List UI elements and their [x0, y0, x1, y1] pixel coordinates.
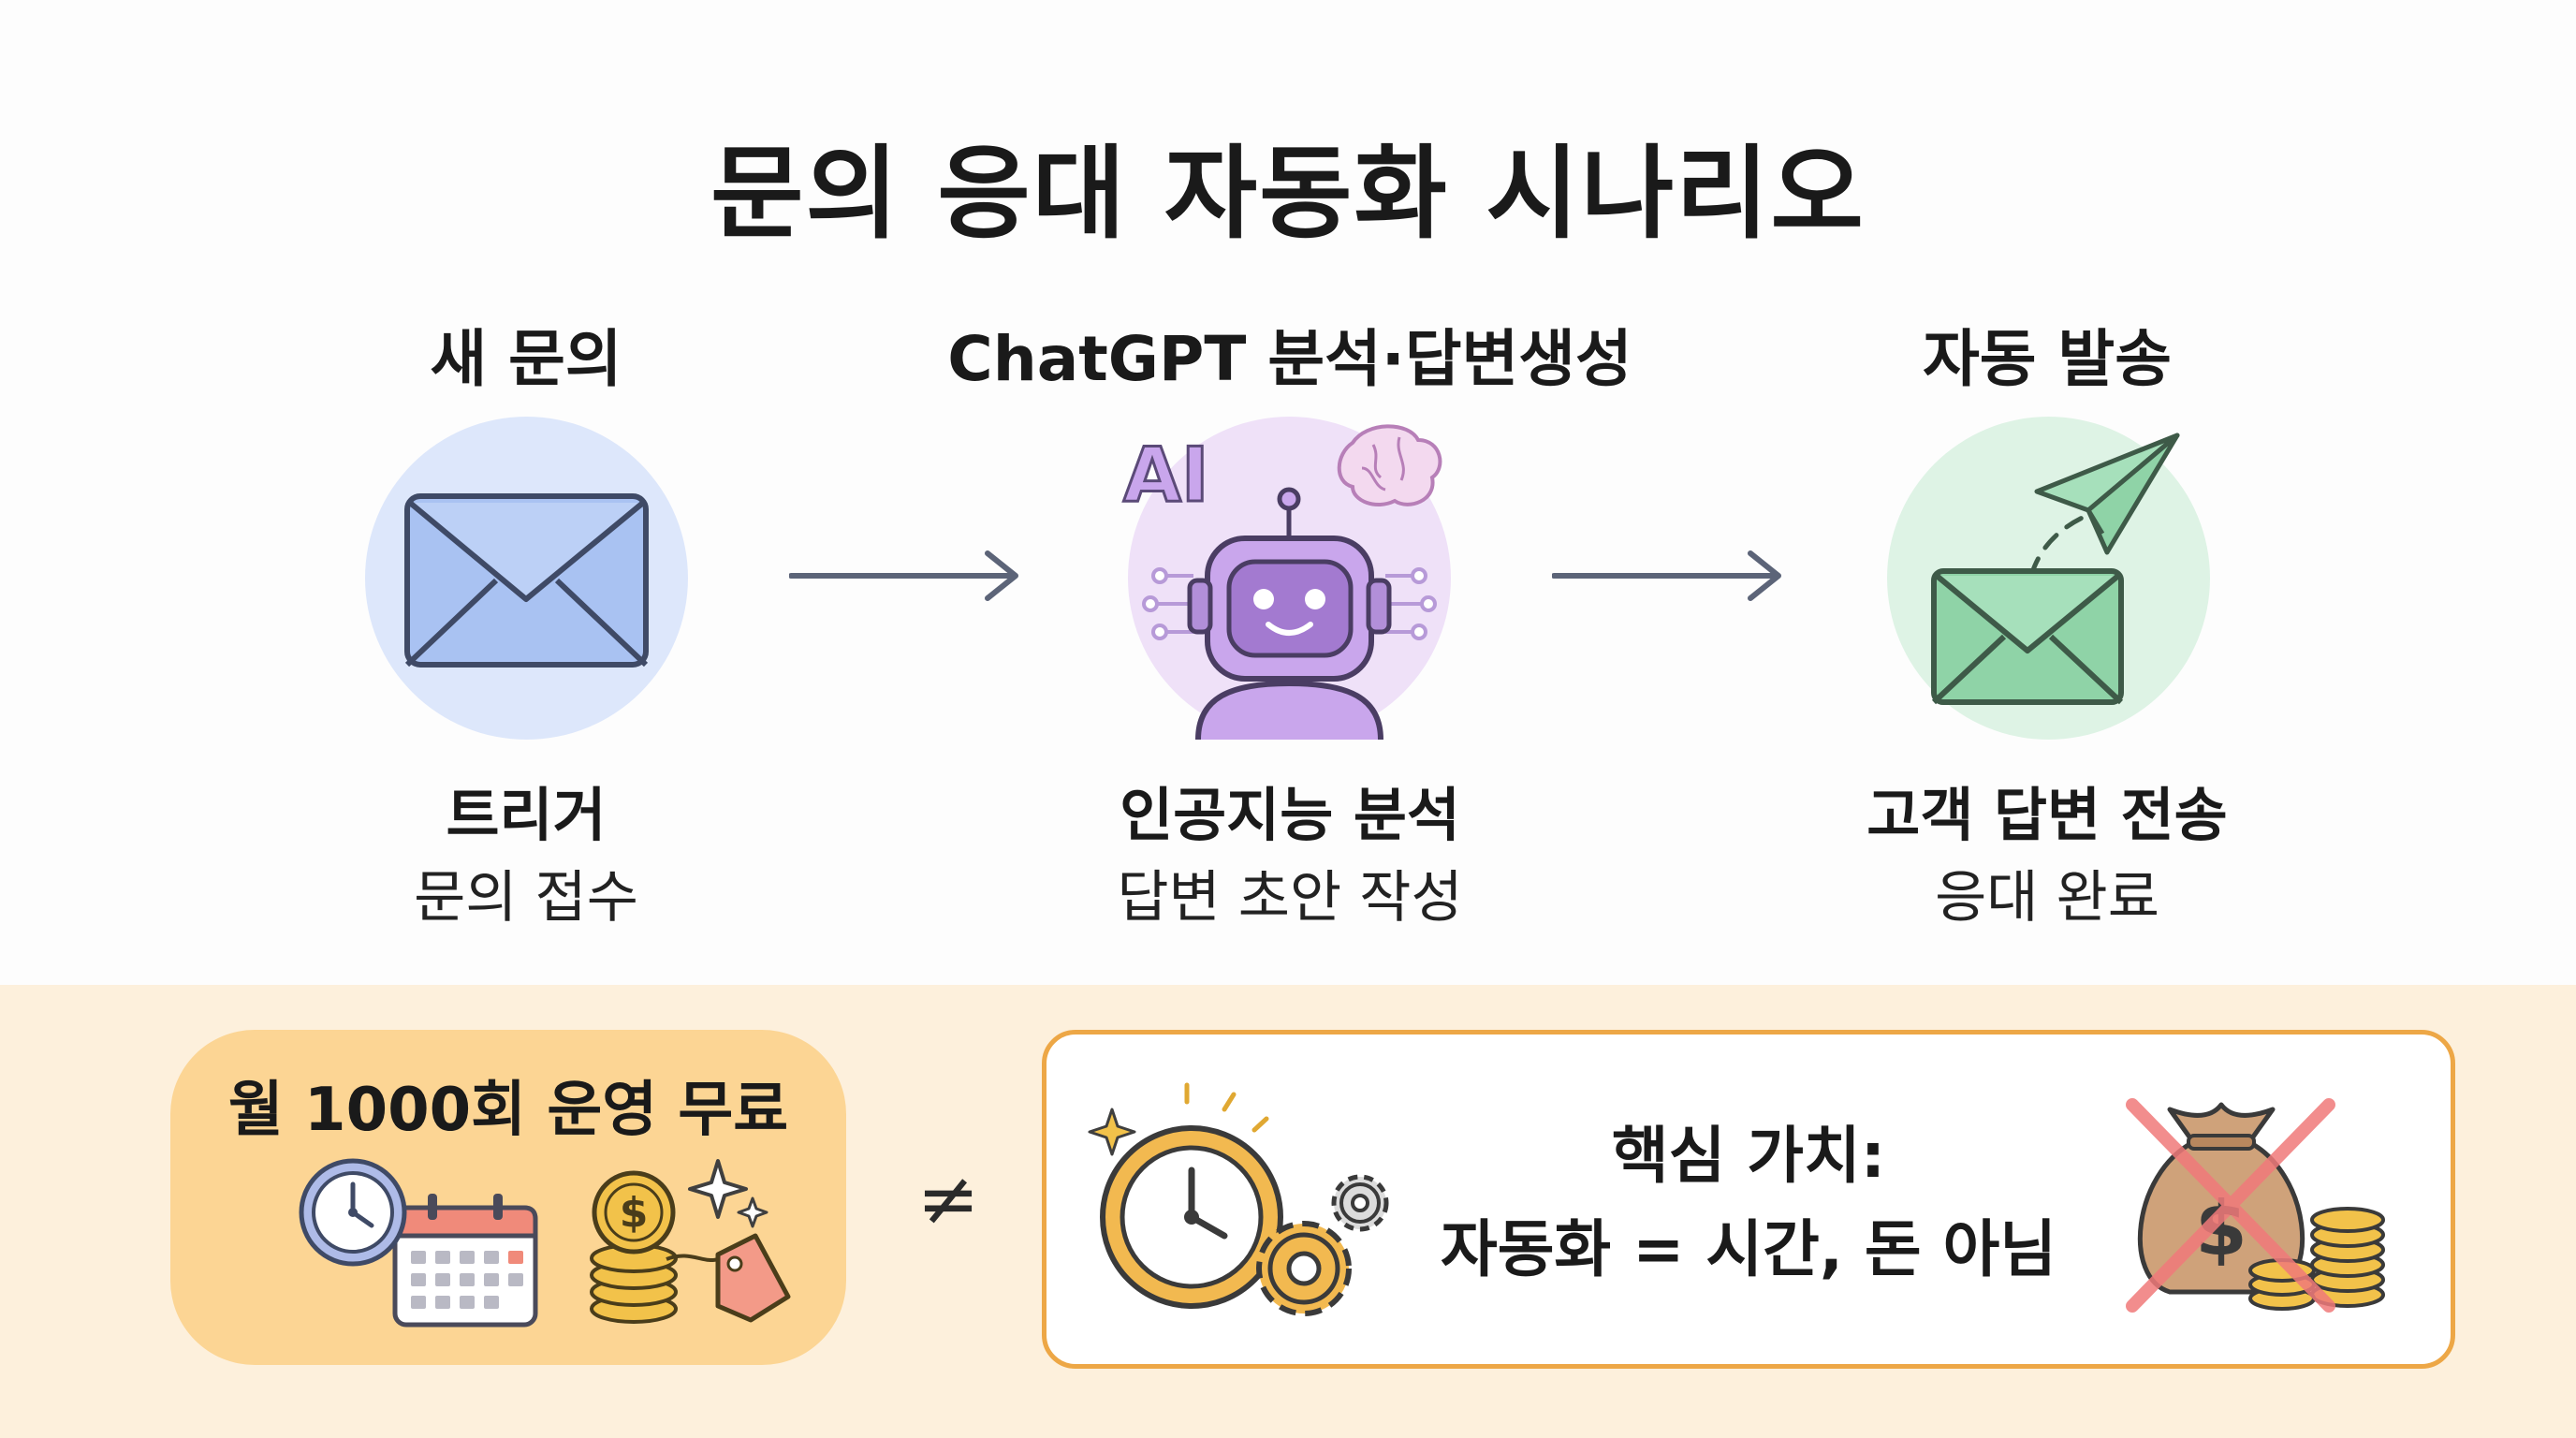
step1-label: 트리거	[446, 781, 607, 849]
step2-label: 인공지능 분석	[1120, 781, 1460, 849]
page-title: 문의 응대 자동화 시나리오	[710, 136, 1866, 253]
clock-icon	[1088, 1082, 1283, 1309]
step3-sub: 응대 완료	[1935, 865, 2159, 931]
step1-sub: 문의 접수	[414, 865, 638, 931]
ai-badge: AI	[1123, 432, 1209, 519]
step1-head: 새 문의	[430, 323, 622, 395]
core-value-line1: 핵심 가치:	[1611, 1120, 1886, 1192]
arrow-icon	[789, 550, 1018, 601]
brain-icon	[1337, 424, 1442, 506]
step3-circle	[1887, 417, 2210, 740]
step3-label: 고객 답변 전송	[1866, 781, 2228, 849]
svg-text:≠: ≠	[916, 1159, 979, 1242]
step2-head: ChatGPT 분석·답변생성	[947, 323, 1632, 395]
calendar-icon	[392, 1194, 538, 1328]
paper-plane-envelope-icon	[1931, 433, 2180, 705]
arrow-icon	[1552, 550, 1781, 601]
gear-icon	[1256, 1174, 1389, 1316]
crossed-money-bag-icon: $	[2126, 1098, 2385, 1313]
free-tier-title: 월 1000회 운영 무료	[227, 1076, 789, 1145]
coins-icon: $	[590, 1170, 678, 1324]
not-equal-icon: ≠	[916, 1159, 979, 1242]
sparkle-icon	[688, 1159, 768, 1228]
core-value-box: 핵심 가치: 자동화 = 시간, 돈 아님 $	[1042, 1030, 2455, 1369]
core-value-line2: 자동화 = 시간, 돈 아님	[1440, 1213, 2057, 1285]
robot-icon: AI	[1122, 424, 1442, 741]
step2-sub: 답변 초안 작성	[1117, 865, 1463, 931]
envelope-icon	[404, 493, 649, 668]
step1-circle	[365, 417, 688, 740]
step3-head: 자동 발송	[1923, 323, 2172, 395]
core-value-text: 핵심 가치: 자동화 = 시간, 돈 아님	[1365, 1109, 2132, 1297]
step2-circle: AI	[1122, 417, 1451, 741]
svg-text:$: $	[620, 1189, 649, 1237]
free-tier-box: 월 1000회 운영 무료 $	[170, 1030, 846, 1365]
price-tag-icon	[666, 1233, 791, 1323]
clock-icon	[299, 1158, 407, 1267]
